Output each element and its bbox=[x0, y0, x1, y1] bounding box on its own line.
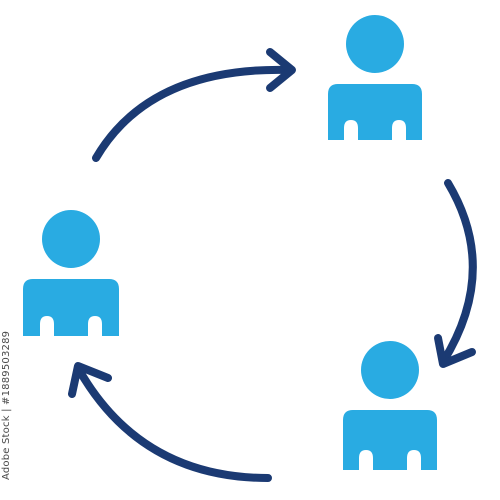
arrow-bottom-to-left-shaft bbox=[74, 364, 272, 482]
arrow-left-to-top bbox=[92, 48, 296, 162]
user-body bbox=[343, 410, 437, 470]
user-body bbox=[23, 279, 119, 336]
arrow-top-to-bottom-head bbox=[434, 334, 476, 368]
arrow-left-to-top-head bbox=[266, 48, 296, 92]
user-icon bbox=[23, 210, 119, 336]
arrow-bottom-to-left-head bbox=[68, 362, 112, 398]
stock-id-watermark: Adobe Stock | #1889503289 bbox=[1, 330, 12, 480]
arrow-top-to-bottom-shaft bbox=[439, 179, 477, 366]
user-head bbox=[361, 341, 419, 399]
user-icon bbox=[343, 341, 437, 470]
user-head bbox=[346, 15, 404, 73]
user-body bbox=[328, 84, 422, 140]
user-icon bbox=[328, 15, 422, 140]
user-head bbox=[42, 210, 100, 268]
arrow-left-to-top-shaft bbox=[92, 65, 294, 162]
arrow-bottom-to-left bbox=[68, 362, 272, 482]
arrow-top-to-bottom bbox=[434, 179, 477, 368]
